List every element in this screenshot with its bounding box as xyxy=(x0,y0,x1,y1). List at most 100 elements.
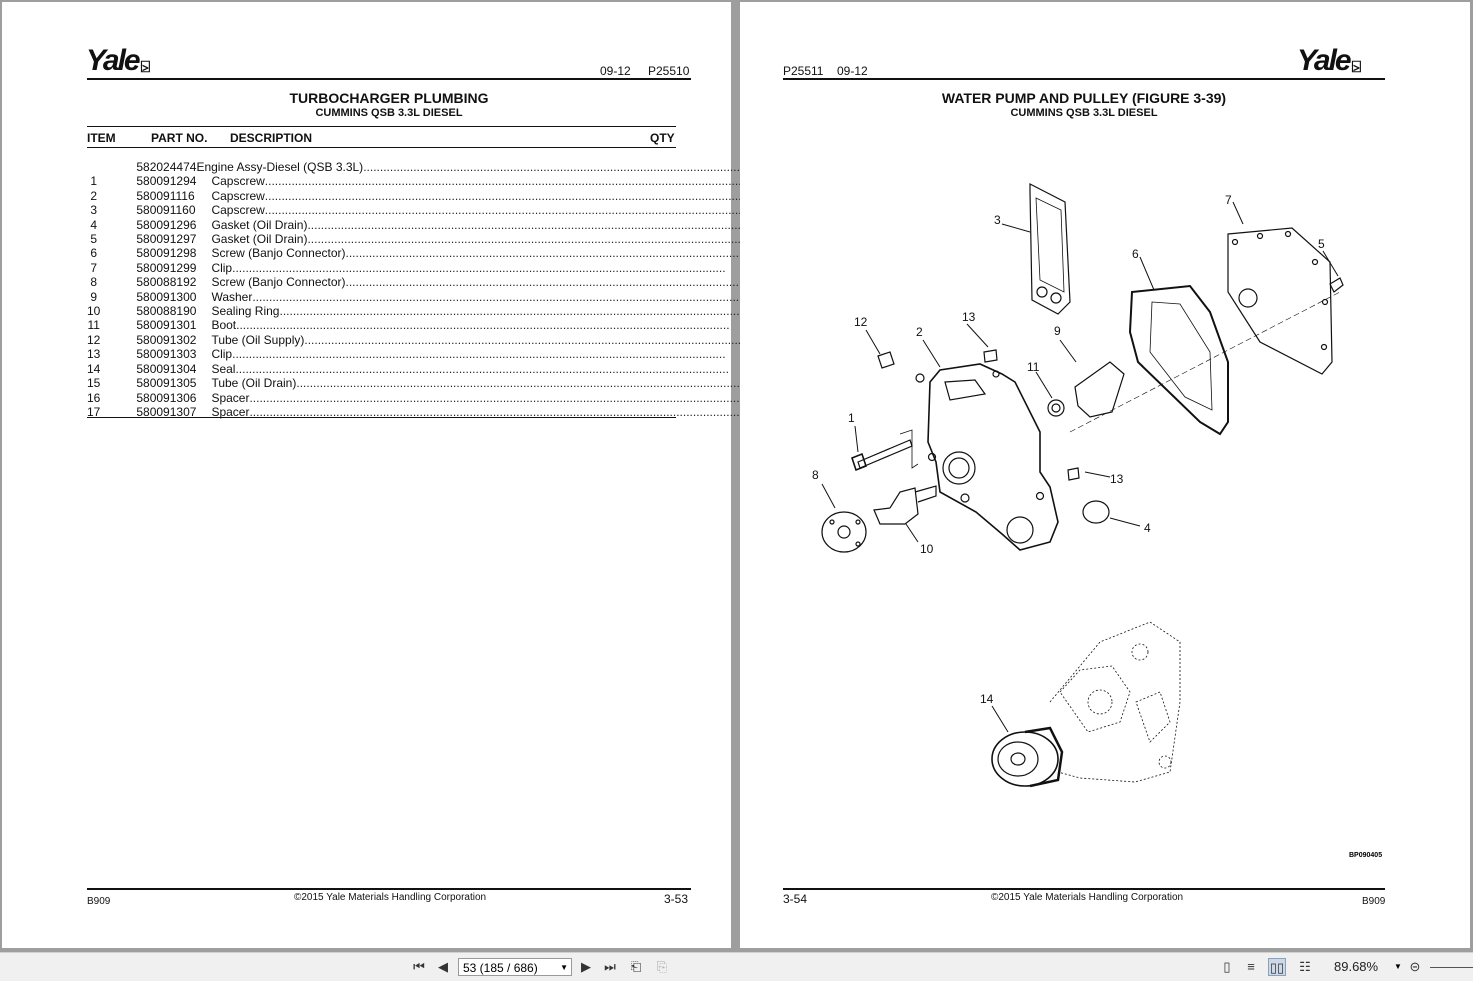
item-number: 14 xyxy=(87,361,101,376)
leader-dots: ........................................… xyxy=(249,404,743,419)
part-number: 580091116 xyxy=(136,188,195,203)
footer-rule xyxy=(783,888,1385,890)
description-text: Capscrew xyxy=(211,188,265,203)
next-view-icon[interactable]: ⎘ xyxy=(656,959,668,974)
item-number: 17 xyxy=(87,404,101,419)
footer-code: B909 xyxy=(87,896,111,907)
part-number: 580091301 xyxy=(136,318,197,333)
chevron-down-icon[interactable]: ▼ xyxy=(560,963,568,972)
col-item-header: ITEM xyxy=(87,131,116,145)
callout-2: 2 xyxy=(916,325,923,339)
cover-plate-part xyxy=(1128,284,1229,436)
description-text: Spacer xyxy=(211,404,250,419)
last-page-icon[interactable]: ⏭ xyxy=(604,959,616,974)
callout-8: 8 xyxy=(812,468,819,482)
item-number: 15 xyxy=(87,376,101,391)
leader-dots: ........................................… xyxy=(304,332,798,347)
part-description: Gasket (Oil Drain) .....................… xyxy=(196,218,856,232)
callout-13: 13 xyxy=(962,310,976,324)
callout-3: 3 xyxy=(994,213,1001,227)
first-page-icon[interactable]: ⏮ xyxy=(413,959,425,974)
clip-part xyxy=(983,349,998,363)
callout-4: 4 xyxy=(1144,521,1151,535)
part-number: 580091298 xyxy=(136,246,197,261)
callout-12: 12 xyxy=(854,315,868,329)
page-subtitle: CUMMINS QSB 3.3L DIESEL xyxy=(315,107,463,119)
forklift-icon: ⍄ xyxy=(140,59,151,76)
part-description: Gasket (Oil Drain) .....................… xyxy=(196,232,856,246)
description-text: Screw (Banjo Connector) xyxy=(211,246,346,261)
part-description: Clip ...................................… xyxy=(196,347,856,361)
leader-dots: ........................................… xyxy=(307,217,801,232)
header-code: P25511 xyxy=(783,64,824,78)
part-number: 580091305 xyxy=(136,376,197,391)
part-description: Washer .................................… xyxy=(196,290,856,304)
callout-10: 10 xyxy=(920,542,934,556)
description-text: Spacer xyxy=(211,390,250,405)
prev-view-icon[interactable]: ⎗ xyxy=(630,959,642,974)
leader-dots: ........................................… xyxy=(235,361,729,376)
zoom-out-icon[interactable]: ⊝ xyxy=(1409,959,1421,974)
zoom-slider[interactable] xyxy=(1430,967,1473,968)
item-number: 11 xyxy=(87,318,100,333)
yale-logo: Yale⍄ xyxy=(86,44,151,77)
callout-9: 9 xyxy=(1054,324,1061,338)
part-description: Capscrew ...............................… xyxy=(196,189,856,203)
col-desc-header: DESCRIPTION xyxy=(230,131,313,145)
prev-page-icon[interactable]: ◀ xyxy=(438,959,448,974)
zoom-dropdown-icon[interactable]: ▼ xyxy=(1394,962,1402,971)
copyright: ©2015 Yale Materials Handling Corporatio… xyxy=(991,892,1184,903)
item-number: 12 xyxy=(87,332,101,347)
bearing-part xyxy=(873,487,919,525)
callout-6: 6 xyxy=(1132,247,1139,261)
viewer-toolbar: ⏮ ◀ 53 (185 / 686) ▼ ▶ ⏭ ⎗ ⎘ ▯ ≡ ▯▯ ☷ 89.… xyxy=(0,952,1473,981)
item-number: 2 xyxy=(90,188,98,203)
leader-dots: ........................................… xyxy=(264,188,759,203)
leader-dots: ........................................… xyxy=(249,390,743,405)
page-number-field[interactable]: 53 (185 / 686) ▼ xyxy=(458,958,572,976)
single-page-icon[interactable]: ▯ xyxy=(1223,959,1231,974)
part-description: Capscrew ...............................… xyxy=(196,203,856,217)
leader-dots: ........................................… xyxy=(345,275,839,290)
part-number: 580088190 xyxy=(136,304,197,319)
table-bottom-rule xyxy=(87,417,676,418)
item-number xyxy=(87,160,136,174)
header-rule xyxy=(783,78,1385,80)
page-field-value: 53 (185 / 686) xyxy=(463,961,538,975)
callout-7: 7 xyxy=(1225,193,1232,207)
zoom-level[interactable]: 89.68% xyxy=(1334,959,1379,974)
clip-part-2 xyxy=(1067,467,1080,481)
part-number: 580091294 xyxy=(136,174,197,189)
right-page: P25511 09-12 Yale⍄ WATER PUMP AND PULLEY… xyxy=(740,2,1470,948)
leader-dots: ........................................… xyxy=(363,160,857,174)
yale-logo: Yale⍄ xyxy=(1297,44,1362,77)
crank-pulley-part xyxy=(991,726,1064,788)
figure-code: BP090405 xyxy=(1349,852,1383,859)
part-number: 580091296 xyxy=(136,217,197,232)
callout-14: 14 xyxy=(980,692,994,706)
description-text: Seal xyxy=(211,361,236,376)
engine-outline xyxy=(1049,621,1181,783)
col-qty-header: QTY xyxy=(650,131,675,145)
callout-11: 11 xyxy=(1027,360,1040,374)
next-page-icon[interactable]: ▶ xyxy=(581,959,591,974)
continuous-facing-icon[interactable]: ☷ xyxy=(1299,959,1311,974)
leader-dots: ........................................… xyxy=(232,347,726,362)
back-plate-part xyxy=(1227,227,1333,375)
description-text: Tube (Oil Supply) xyxy=(211,332,305,347)
leader-dots: ........................................… xyxy=(296,376,790,391)
facing-icon[interactable]: ▯▯ xyxy=(1268,958,1286,976)
continuous-icon[interactable]: ≡ xyxy=(1247,959,1255,974)
footer-rule xyxy=(87,888,691,890)
bolt-part xyxy=(1329,277,1344,293)
description-text: Engine Assy-Diesel (QSB 3.3L) xyxy=(196,160,364,174)
leader-dots: ........................................… xyxy=(279,304,773,319)
description-text: Washer xyxy=(211,289,253,304)
